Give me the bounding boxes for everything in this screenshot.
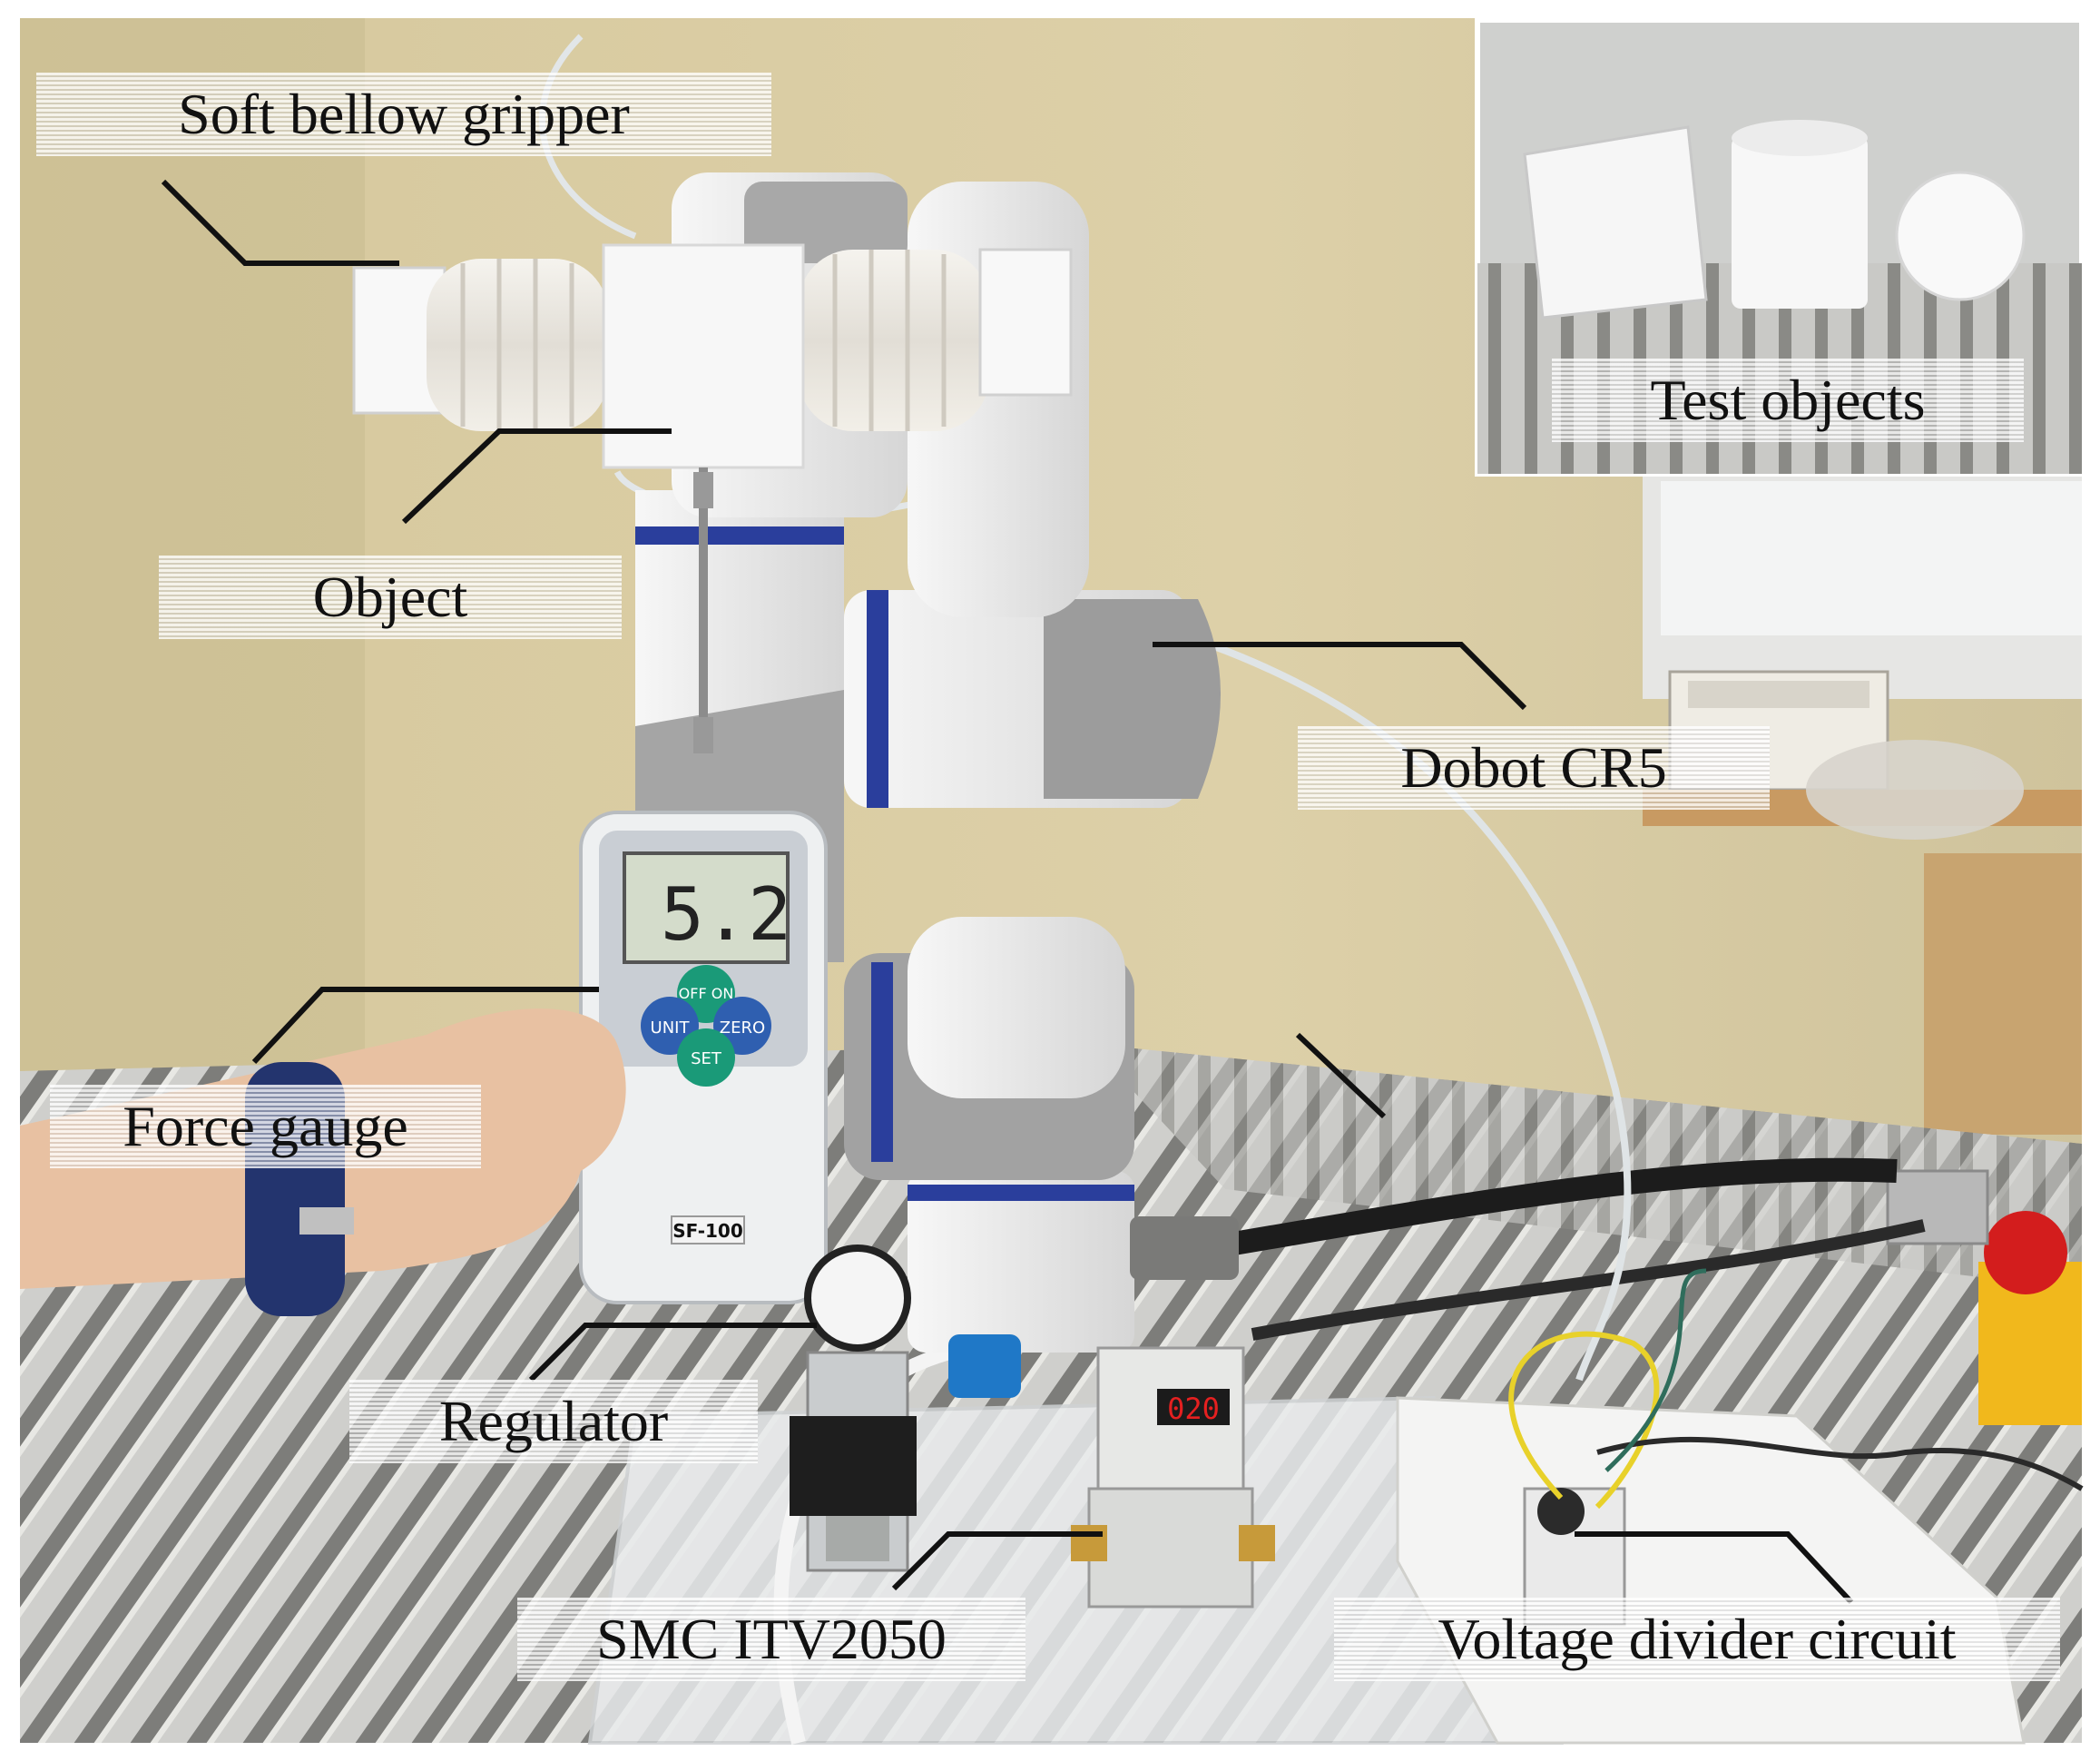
label-force-gauge: Force gauge bbox=[50, 1085, 481, 1168]
robot-base-ring bbox=[908, 1185, 1134, 1201]
regulator-gauge bbox=[804, 1245, 911, 1352]
hook-nut-2 bbox=[693, 717, 713, 753]
inset-sphere bbox=[1895, 171, 2026, 301]
table-slats-right bbox=[1089, 1044, 2082, 1289]
leader-gripper bbox=[161, 179, 399, 266]
leader-dobot bbox=[1153, 642, 1527, 711]
label-smc: SMC ITV2050 bbox=[517, 1598, 1025, 1681]
object-cube bbox=[602, 243, 805, 469]
leader-regulator bbox=[528, 1323, 817, 1382]
robot-base-connector bbox=[1130, 1216, 1239, 1280]
gauge-reading: 5.2 bbox=[661, 872, 792, 957]
printer-top bbox=[1688, 681, 1869, 708]
force-gauge: 5.2 UNIT ZERO SET OFF ON SF-100 bbox=[579, 811, 828, 1304]
leader-object bbox=[401, 428, 672, 525]
gripper-right-plate bbox=[978, 248, 1073, 397]
robot-wrist-grey bbox=[744, 182, 908, 263]
watch-buckle bbox=[299, 1207, 354, 1235]
robot-joint-lower-white bbox=[908, 917, 1125, 1098]
potentiometer bbox=[1537, 1488, 1585, 1535]
brass-fitting bbox=[1071, 1525, 1107, 1561]
smc-display bbox=[1157, 1389, 1230, 1425]
smc-display-value: 020 bbox=[1167, 1392, 1220, 1426]
leader-force-gauge bbox=[251, 987, 599, 1065]
label-soft-bellow-gripper: Soft bellow gripper bbox=[36, 73, 771, 156]
label-voltage-divider: Voltage divider circuit bbox=[1334, 1598, 2060, 1681]
blue-fitting bbox=[948, 1334, 1021, 1398]
robot-ring-elbow bbox=[867, 590, 888, 808]
black-cable-2 bbox=[1251, 1219, 1926, 1341]
robot-base bbox=[908, 1171, 1134, 1353]
bellow-ridges-right bbox=[832, 250, 947, 431]
inset-cube bbox=[1523, 125, 1708, 320]
gauge-zero-text: ZERO bbox=[720, 1018, 765, 1038]
gauge-btn-set bbox=[677, 1028, 735, 1087]
green-wires bbox=[1604, 1268, 1707, 1472]
gauge-offon-text: OFF ON bbox=[679, 985, 734, 1002]
gauge-model-badge bbox=[671, 1215, 745, 1245]
leader-smc bbox=[891, 1531, 1103, 1591]
label-regulator: Regulator bbox=[349, 1380, 758, 1463]
black-cable bbox=[1177, 1157, 1898, 1264]
robot-elbow-grey bbox=[1044, 599, 1221, 799]
estop-button bbox=[1984, 1211, 2067, 1294]
gripper-right-bellow bbox=[799, 250, 989, 431]
gripper-left-bellow bbox=[427, 259, 608, 431]
label-test-objects: Test objects bbox=[1552, 359, 2024, 442]
leader-cable bbox=[1295, 1032, 1387, 1119]
bellow-ridges-left bbox=[460, 259, 574, 431]
gauge-unit-text: UNIT bbox=[651, 1018, 691, 1038]
inset-cylinder-top bbox=[1732, 120, 1868, 156]
dark-wires bbox=[1596, 1436, 2084, 1491]
regulator bbox=[790, 1245, 1021, 1572]
window-glass bbox=[1661, 481, 2082, 635]
robot-ring-column bbox=[635, 526, 844, 545]
hook-nut bbox=[693, 472, 713, 508]
gauge-model: SF-100 bbox=[672, 1220, 743, 1242]
inset-cylinder bbox=[1732, 136, 1868, 309]
smc-regulator: 020 bbox=[1071, 1346, 1275, 1609]
smc-body-lower bbox=[1087, 1487, 1254, 1609]
regulator-mount bbox=[790, 1416, 917, 1516]
yellow-wire bbox=[1508, 1331, 1660, 1510]
leader-voltage bbox=[1575, 1531, 1854, 1605]
brass-fitting-2 bbox=[1239, 1525, 1275, 1561]
label-object: Object bbox=[159, 556, 622, 639]
label-dobot: Dobot CR5 bbox=[1298, 726, 1770, 810]
cardboard-box bbox=[1924, 853, 2082, 1135]
leader-lines bbox=[161, 179, 1854, 1605]
robot-ring-lower bbox=[871, 962, 893, 1162]
gauge-lcd bbox=[623, 851, 790, 964]
gauge-set-text: SET bbox=[691, 1049, 722, 1068]
plastic-bag bbox=[1806, 740, 2024, 840]
